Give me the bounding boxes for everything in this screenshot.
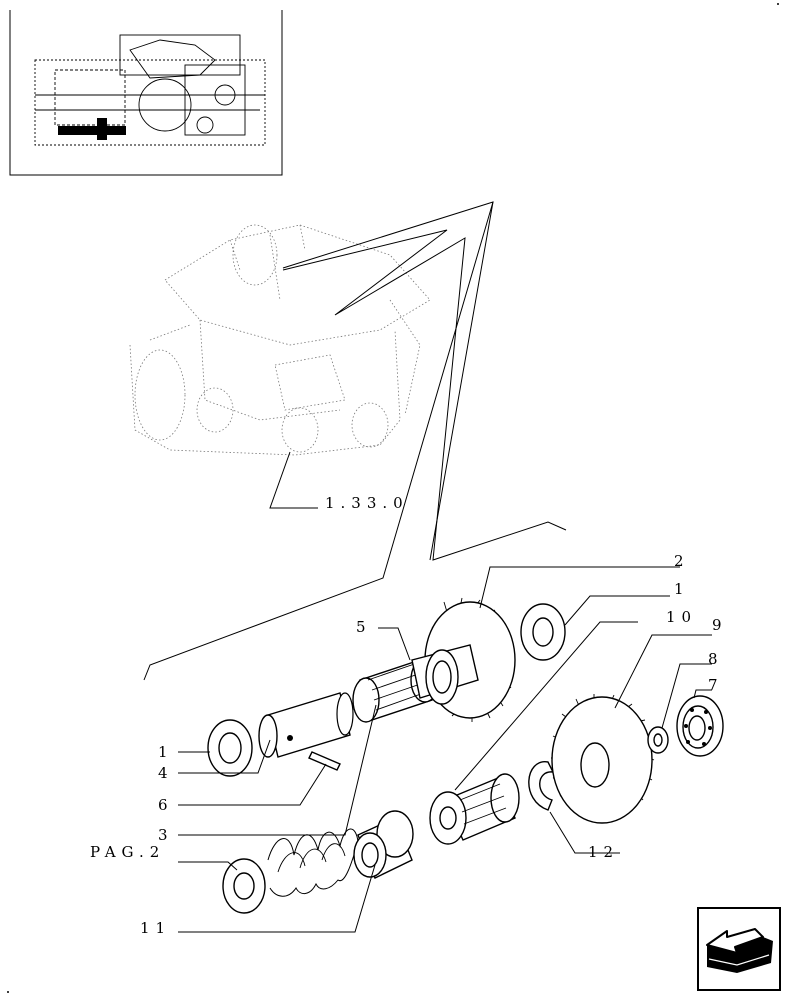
callout-7: 7 xyxy=(708,676,718,694)
shaft xyxy=(258,692,354,758)
next-page-arrow-icon xyxy=(697,907,781,991)
callout-3: 3 xyxy=(158,826,168,844)
callout-1-right: 1 xyxy=(674,580,684,598)
callout-1-left: 1 xyxy=(158,743,168,761)
highlighted-shaft xyxy=(58,126,126,135)
page-ref-label: PAG.2 xyxy=(90,843,165,861)
washer-left xyxy=(207,719,253,777)
ghost-housing xyxy=(129,224,431,456)
gear-upper xyxy=(411,597,516,722)
washer-right xyxy=(520,603,566,661)
spring xyxy=(267,828,359,897)
callout-10: 10 xyxy=(666,608,697,626)
callout-9: 9 xyxy=(712,616,722,634)
next-page-arrow-button[interactable] xyxy=(697,907,781,991)
washer-spring-seat xyxy=(222,858,266,914)
zoom-wedge xyxy=(143,201,567,681)
callout-6: 6 xyxy=(158,796,168,814)
pin xyxy=(308,751,341,771)
leader-lines xyxy=(178,566,712,933)
sleeve xyxy=(353,810,414,879)
callout-12: 12 xyxy=(588,843,619,861)
callout-8: 8 xyxy=(708,650,718,668)
callout-2: 2 xyxy=(674,552,684,570)
snap-ring xyxy=(528,761,555,811)
gear-lower xyxy=(551,694,655,824)
callout-11: 11 xyxy=(140,919,171,937)
callout-4: 4 xyxy=(158,764,168,782)
callout-labels: 1 4 6 3 5 2 1 10 9 8 7 12 PAG.2 11 xyxy=(90,552,722,937)
splined-hub xyxy=(429,773,520,845)
ball-bearing xyxy=(676,695,724,757)
callout-5: 5 xyxy=(356,618,366,636)
reference-label: 1.33.0 xyxy=(325,494,409,512)
overview-thumbnail xyxy=(9,10,283,176)
small-washer xyxy=(647,726,669,754)
